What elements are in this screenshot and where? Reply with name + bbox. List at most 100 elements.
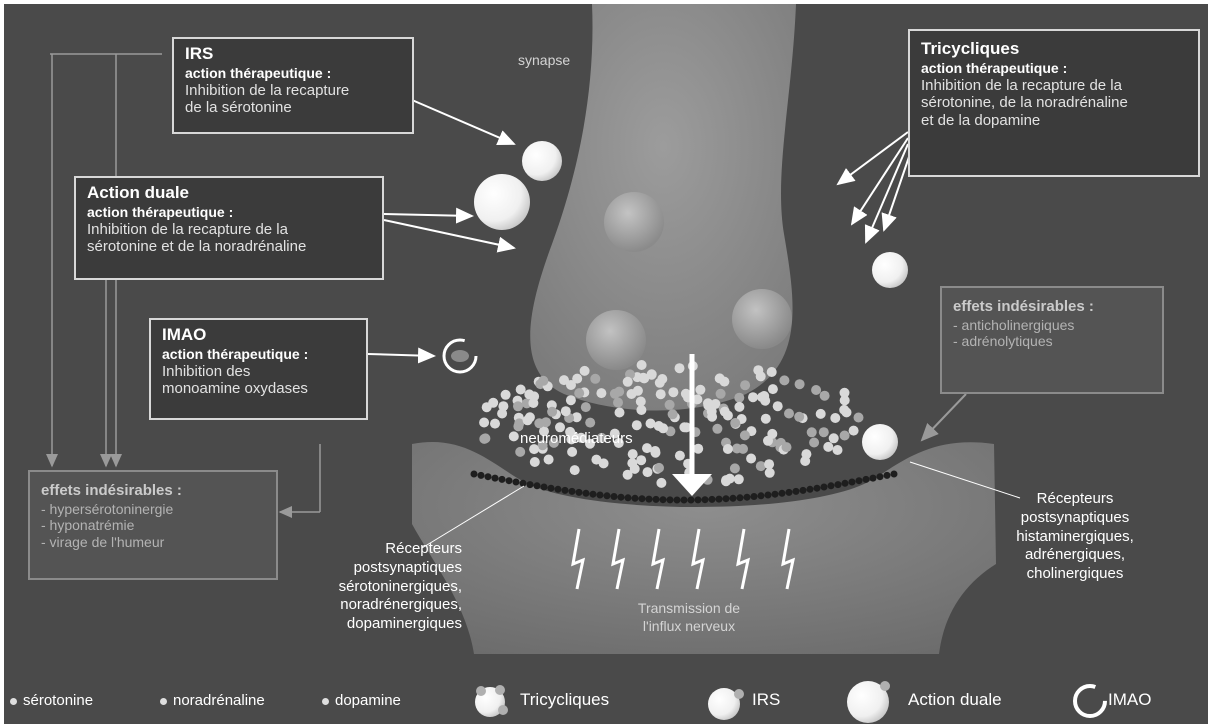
legend-label: dopamine xyxy=(335,692,401,709)
tricycliques-box: Tricycliques action thérapeutique : Inhi… xyxy=(908,29,1200,177)
neurotransmitter-dot xyxy=(513,401,523,411)
legend-label: noradrénaline xyxy=(173,692,265,709)
tricycliques-line: et de la dopamine xyxy=(921,112,1188,130)
membrane-dot xyxy=(660,496,667,503)
neurotransmitter-dot xyxy=(829,433,839,443)
membrane-dot xyxy=(758,492,765,499)
neurotransmitter-dot xyxy=(498,401,508,411)
tricycliques-line: sérotonine, de la noradrénaline xyxy=(921,94,1188,112)
label-line: noradrénergiques, xyxy=(282,596,462,615)
membrane-dot xyxy=(681,497,688,504)
membrane-dot xyxy=(576,489,583,496)
membrane-dot xyxy=(870,475,877,482)
neurotransmitter-dot xyxy=(734,474,744,484)
neurotransmitter-dot xyxy=(819,427,829,437)
neurotransmitter-dot xyxy=(767,429,777,439)
membrane-dot xyxy=(884,472,891,479)
membrane-dot xyxy=(807,486,814,493)
neurotransmitter-dot xyxy=(716,389,726,399)
membrane-dot xyxy=(520,480,527,487)
neurotransmitter-dot xyxy=(627,389,637,399)
membrane-dot xyxy=(800,487,807,494)
vesicle xyxy=(604,192,664,252)
tricycliques-legend-icon xyxy=(470,682,516,722)
neurotransmitter-dot xyxy=(482,402,492,412)
tricyclique-drug xyxy=(872,252,908,288)
label-line: histaminergiques, xyxy=(990,528,1160,547)
neurotransmitter-dot xyxy=(642,443,652,453)
neurotransmitter-dot xyxy=(784,409,794,419)
membrane-dot xyxy=(625,494,632,501)
irs-legend-icon xyxy=(704,682,750,722)
membrane-dot xyxy=(590,491,597,498)
imao-subtitle: action thérapeutique : xyxy=(162,346,356,363)
neurotransmitter-dot xyxy=(675,451,685,461)
membrane-dot xyxy=(891,471,898,478)
transmission-label: Transmission de l'influx nerveux xyxy=(604,600,774,635)
neurotransmitter-dot xyxy=(509,431,519,441)
neurotransmitter-dot xyxy=(800,456,810,466)
irs-line: de la sérotonine xyxy=(185,99,402,117)
neurotransmitter-dot xyxy=(613,398,623,408)
membrane-dot xyxy=(618,494,625,501)
effets-indesirables-left: effets indésirables : - hypersérotoniner… xyxy=(28,470,278,580)
membrane-dot xyxy=(534,482,541,489)
synapse-label: synapse xyxy=(518,52,570,70)
neurotransmitter-dot xyxy=(756,371,766,381)
neurotransmitter-dot xyxy=(809,438,819,448)
vesicle xyxy=(586,310,646,370)
irs-line: Inhibition de la recapture xyxy=(185,82,402,100)
neurotransmitter-dot xyxy=(516,385,526,395)
imao-box: IMAO action thérapeutique : Inhibition d… xyxy=(149,318,368,420)
label-line: Transmission de xyxy=(604,600,774,618)
neurotransmitter-dot xyxy=(840,395,850,405)
neurotransmitter-dot xyxy=(541,417,551,427)
membrane-dot xyxy=(611,493,618,500)
effets-right-title: effets indésirables : xyxy=(953,298,1152,316)
neurotransmitter-dot xyxy=(732,444,742,454)
neurotransmitter-dot xyxy=(538,376,548,386)
membrane-dot xyxy=(821,484,828,491)
neurotransmitter-dot xyxy=(823,442,833,452)
neurotransmitter-dot xyxy=(795,379,805,389)
neurotransmitter-dot xyxy=(730,418,740,428)
membrane-dot xyxy=(667,496,674,503)
membrane-dot xyxy=(513,479,520,486)
neurotransmitter-dot xyxy=(596,388,606,398)
membrane-dot xyxy=(492,475,499,482)
neurotransmitter-dot xyxy=(544,455,554,465)
membrane-dot xyxy=(709,496,716,503)
neurotransmitter-dot xyxy=(585,418,595,428)
membrane-dot xyxy=(604,492,611,499)
neurotransmitter-dot xyxy=(816,409,826,419)
neurotransmitter-dot xyxy=(740,430,750,440)
neurotransmitter-dot xyxy=(590,374,600,384)
membrane-dot xyxy=(737,494,744,501)
neurotransmitter-dot xyxy=(757,392,767,402)
membrane-dot xyxy=(527,481,534,488)
neurotransmitter-dot xyxy=(547,407,557,417)
neurotransmitter-dot xyxy=(734,393,744,403)
neurotransmitter-dot xyxy=(566,395,576,405)
neurotransmitter-dot xyxy=(523,415,533,425)
neurotransmitter-dot xyxy=(501,390,511,400)
membrane-dot xyxy=(779,490,786,497)
tricycliques-subtitle: action thérapeutique : xyxy=(921,60,1188,77)
neurotransmitter-dot xyxy=(721,475,731,485)
membrane-dot xyxy=(541,484,548,491)
membrane-dot xyxy=(877,473,884,480)
membrane-dot xyxy=(548,485,555,492)
label-line: l'influx nerveux xyxy=(604,618,774,636)
imao-title: IMAO xyxy=(162,325,356,345)
label-line: sérotoninergiques, xyxy=(282,578,462,597)
tricycliques-line: Inhibition de la recapture de la xyxy=(921,77,1188,95)
recepteurs-left-label: Récepteurs postsynaptiques sérotoninergi… xyxy=(282,540,462,634)
membrane-dot xyxy=(716,496,723,503)
neurotransmitter-dot xyxy=(782,442,792,452)
neurotransmitter-dot xyxy=(665,400,675,410)
membrane-dot xyxy=(499,476,506,483)
effets-left-item: - hypersérotoninergie xyxy=(41,501,266,518)
membrane-dot xyxy=(695,496,702,503)
membrane-dot xyxy=(646,496,653,503)
serotonine-dot-icon xyxy=(10,698,17,705)
